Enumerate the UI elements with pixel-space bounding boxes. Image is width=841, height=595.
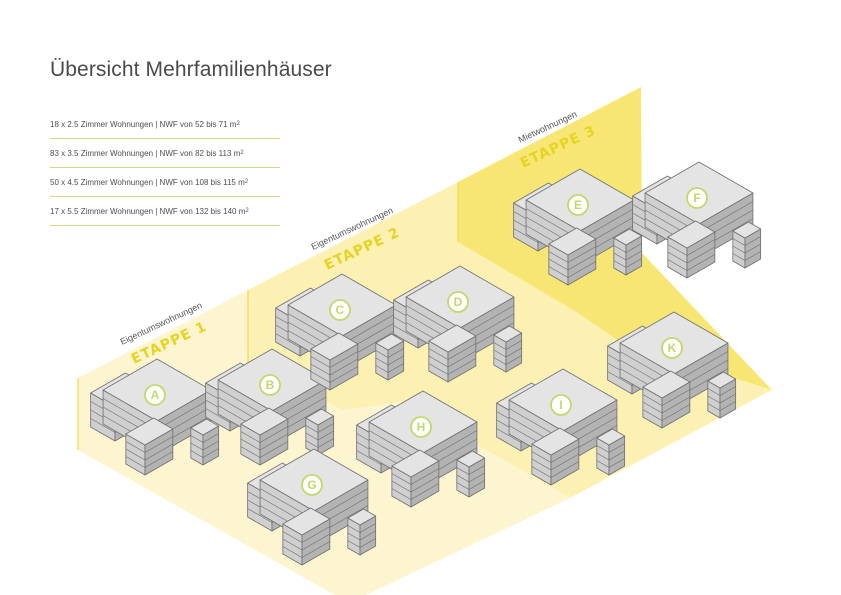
building-label: B	[266, 378, 275, 392]
spec-row-5-5: 17 x 5.5 Zimmer Wohnungen | NWF von 132 …	[50, 197, 280, 226]
building-label: H	[417, 420, 426, 434]
spec-text: 83 x 3.5 Zimmer Wohnungen | NWF von 82 b…	[50, 148, 241, 158]
building-b: B	[205, 348, 335, 466]
building-k: K	[607, 311, 737, 429]
building-d: D	[393, 265, 523, 383]
building-h: H	[356, 390, 486, 508]
spec-text: 50 x 4.5 Zimmer Wohnungen | NWF von 108 …	[50, 177, 245, 187]
building-e: E	[513, 168, 643, 286]
building-marker	[661, 337, 683, 359]
building-marker	[567, 194, 589, 216]
building-label: I	[559, 398, 562, 412]
spec-row-4-5: 50 x 4.5 Zimmer Wohnungen | NWF von 108 …	[50, 168, 280, 197]
spec-text: 18 x 2.5 Zimmer Wohnungen | NWF von 52 b…	[50, 119, 237, 129]
building-label: C	[336, 303, 345, 317]
building-marker	[259, 374, 281, 396]
building-i: I	[496, 368, 626, 486]
building-g: G	[247, 448, 377, 566]
building-marker	[686, 187, 708, 209]
building-marker	[410, 416, 432, 438]
building-f: F	[632, 161, 762, 279]
spec-row-2-5: 18 x 2.5 Zimmer Wohnungen | NWF von 52 b…	[50, 110, 280, 139]
building-c: C	[275, 273, 405, 391]
building-marker	[550, 394, 572, 416]
apartment-spec-list: 18 x 2.5 Zimmer Wohnungen | NWF von 52 b…	[50, 110, 280, 226]
building-label: E	[574, 198, 582, 212]
building-marker	[447, 291, 469, 313]
spec-text: 17 x 5.5 Zimmer Wohnungen | NWF von 132 …	[50, 206, 246, 216]
building-marker	[301, 474, 323, 496]
building-label: G	[307, 478, 316, 492]
building-marker	[329, 299, 351, 321]
building-label: F	[693, 191, 700, 205]
page-title: Übersicht Mehrfamilienhäuser	[50, 58, 332, 81]
building-a: A	[90, 358, 220, 476]
building-label: A	[151, 388, 160, 402]
building-label: D	[454, 295, 463, 309]
building-label: K	[668, 341, 677, 355]
building-marker	[144, 384, 166, 406]
spec-row-3-5: 83 x 3.5 Zimmer Wohnungen | NWF von 82 b…	[50, 139, 280, 168]
